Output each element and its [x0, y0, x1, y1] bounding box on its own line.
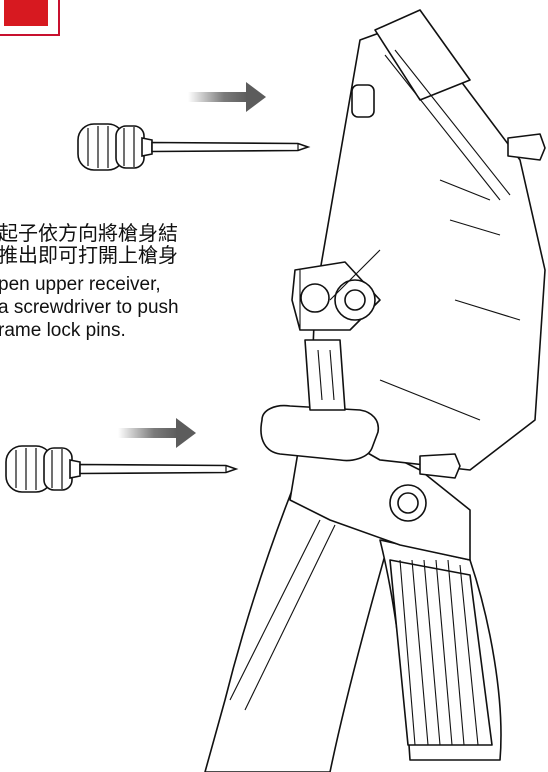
screwdriver-icon — [5, 445, 239, 493]
instruction-en: pen upper receiver, a screwdriver to pus… — [0, 273, 268, 342]
step-badge-fill — [4, 0, 48, 26]
instruction-en-line-3: rame lock pins. — [0, 320, 126, 341]
step-badge-icon — [0, 0, 60, 36]
instruction-zh: 起子依方向將槍身結 推出即可打開上槍身 — [0, 222, 268, 266]
screwdriver-icon — [77, 123, 311, 171]
instruction-en-line-2: a screwdriver to push — [0, 297, 179, 318]
right-arrow-icon — [118, 418, 196, 448]
instruction-zh-line-1: 起子依方向將槍身結 — [0, 221, 178, 245]
right-arrow-icon — [188, 82, 266, 112]
instruction-zh-line-2: 推出即可打開上槍身 — [0, 243, 178, 267]
instruction-text: 起子依方向將槍身結 推出即可打開上槍身 pen upper receiver, … — [0, 222, 268, 342]
instruction-en-line-1: pen upper receiver, — [0, 274, 161, 295]
